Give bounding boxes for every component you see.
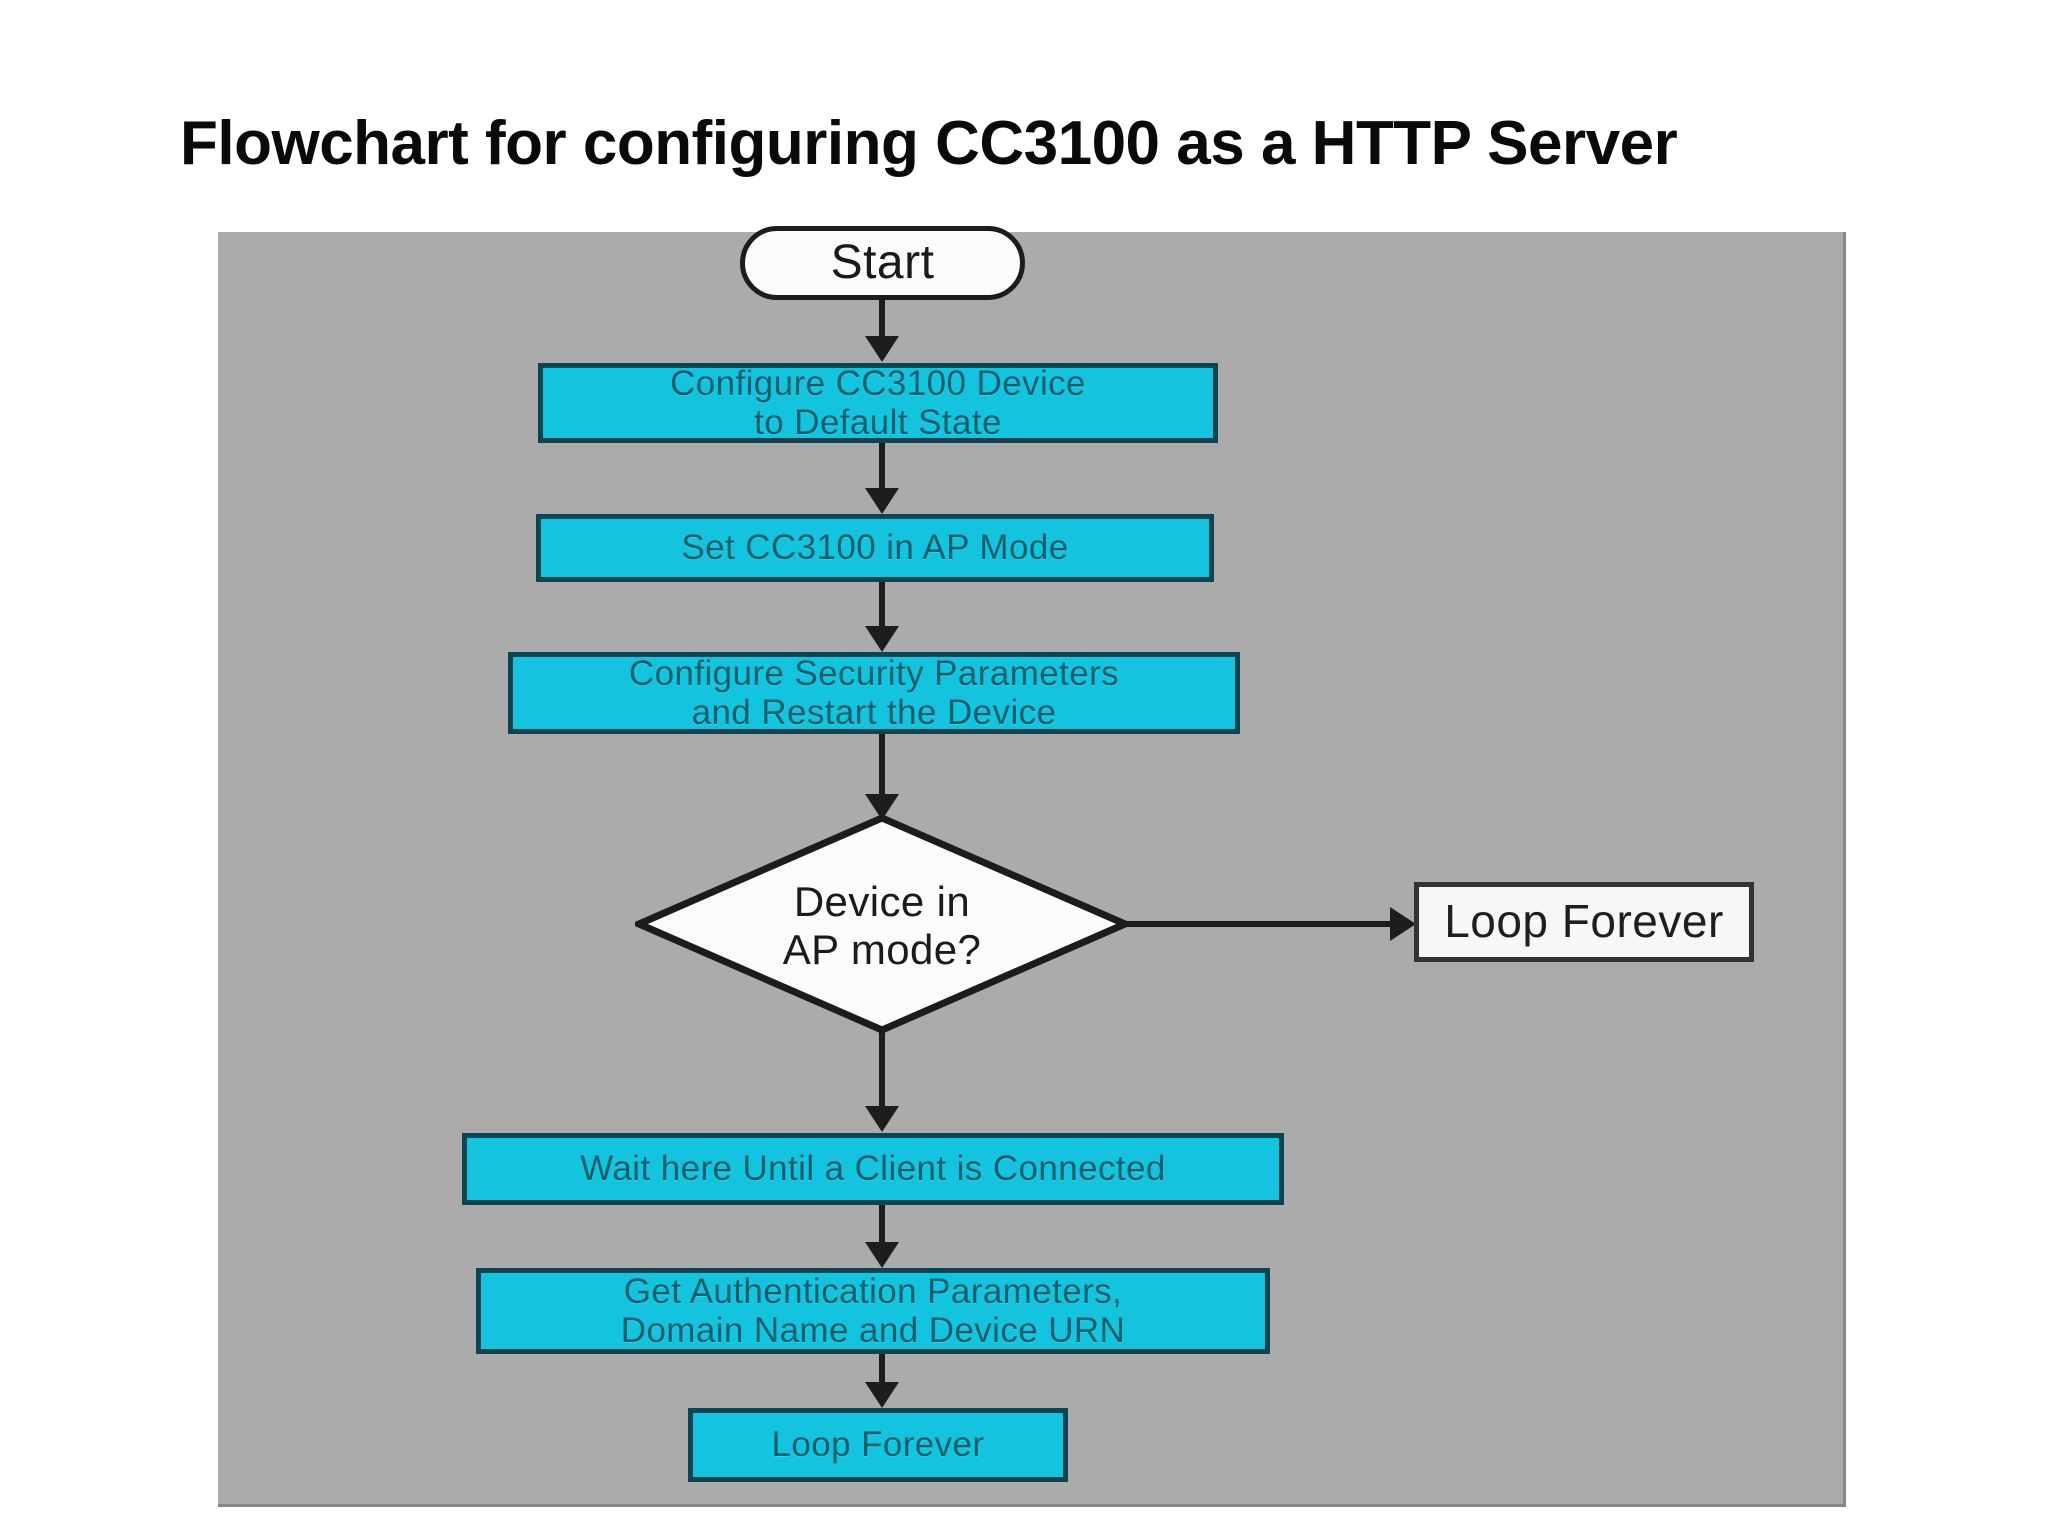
- arrowhead-get-auth-params-to-loop-forever-bottom: [865, 1382, 899, 1408]
- arrowhead-decision-to-loop-forever-right: [1390, 907, 1416, 941]
- node-device-in-ap-mode-line1: Device in: [793, 877, 971, 925]
- page-title: Flowchart for configuring CC3100 as a HT…: [180, 109, 1678, 178]
- node-configure-security-line1: Configure Security Parameters: [628, 653, 1120, 693]
- edge-get-auth-params-to-loop-forever-bottom: [879, 1354, 885, 1396]
- node-wait-for-client[interactable]: Wait here Until a Client is Connected: [462, 1133, 1284, 1205]
- edge-wait-for-client-to-get-auth-params: [879, 1205, 885, 1255]
- node-loop-forever-bottom-label: Loop Forever: [771, 1425, 985, 1465]
- node-get-auth-params-line1: Get Authentication Parameters,: [623, 1271, 1123, 1311]
- node-loop-forever-right-label: Loop Forever: [1444, 895, 1724, 948]
- flowchart-panel: Start Configure CC3100 Device to Default…: [218, 226, 1846, 1507]
- edge-configure-security-to-decision: [879, 734, 885, 812]
- node-set-ap-mode[interactable]: Set CC3100 in AP Mode: [536, 514, 1214, 582]
- arrowhead-start-to-configure-default: [865, 336, 899, 362]
- edge-decision-to-loop-forever-right: [1123, 921, 1408, 927]
- node-device-in-ap-mode[interactable]: Device in AP mode?: [635, 814, 1129, 1034]
- node-configure-default-line2: to Default State: [754, 403, 1002, 442]
- node-get-auth-params-line2: Domain Name and Device URN: [620, 1311, 1126, 1350]
- node-configure-default-line1: Configure CC3100 Device: [670, 363, 1086, 403]
- node-configure-security-line2: and Restart the Device: [691, 693, 1057, 732]
- node-device-in-ap-mode-label: Device in AP mode?: [635, 814, 1129, 1034]
- arrowhead-configure-default-to-set-ap-mode: [865, 488, 899, 514]
- node-set-ap-mode-label: Set CC3100 in AP Mode: [681, 528, 1069, 568]
- node-loop-forever-bottom[interactable]: Loop Forever: [688, 1408, 1068, 1482]
- arrowhead-set-ap-mode-to-configure-security: [865, 626, 899, 652]
- node-configure-security[interactable]: Configure Security Parameters and Restar…: [508, 652, 1240, 734]
- edge-set-ap-mode-to-configure-security: [879, 582, 885, 639]
- node-device-in-ap-mode-line2: AP mode?: [782, 926, 982, 973]
- node-get-auth-params[interactable]: Get Authentication Parameters, Domain Na…: [476, 1268, 1270, 1354]
- edge-decision-to-wait-for-client: [879, 1030, 885, 1120]
- node-start[interactable]: Start: [740, 226, 1025, 300]
- node-configure-default[interactable]: Configure CC3100 Device to Default State: [538, 363, 1218, 443]
- edge-configure-default-to-set-ap-mode: [879, 443, 885, 501]
- arrowhead-wait-for-client-to-get-auth-params: [865, 1242, 899, 1268]
- node-start-label: Start: [830, 236, 935, 290]
- edge-start-to-configure-default: [879, 300, 885, 344]
- arrowhead-decision-to-wait-for-client: [865, 1106, 899, 1132]
- node-loop-forever-right[interactable]: Loop Forever: [1414, 882, 1754, 962]
- node-wait-for-client-label: Wait here Until a Client is Connected: [580, 1149, 1166, 1189]
